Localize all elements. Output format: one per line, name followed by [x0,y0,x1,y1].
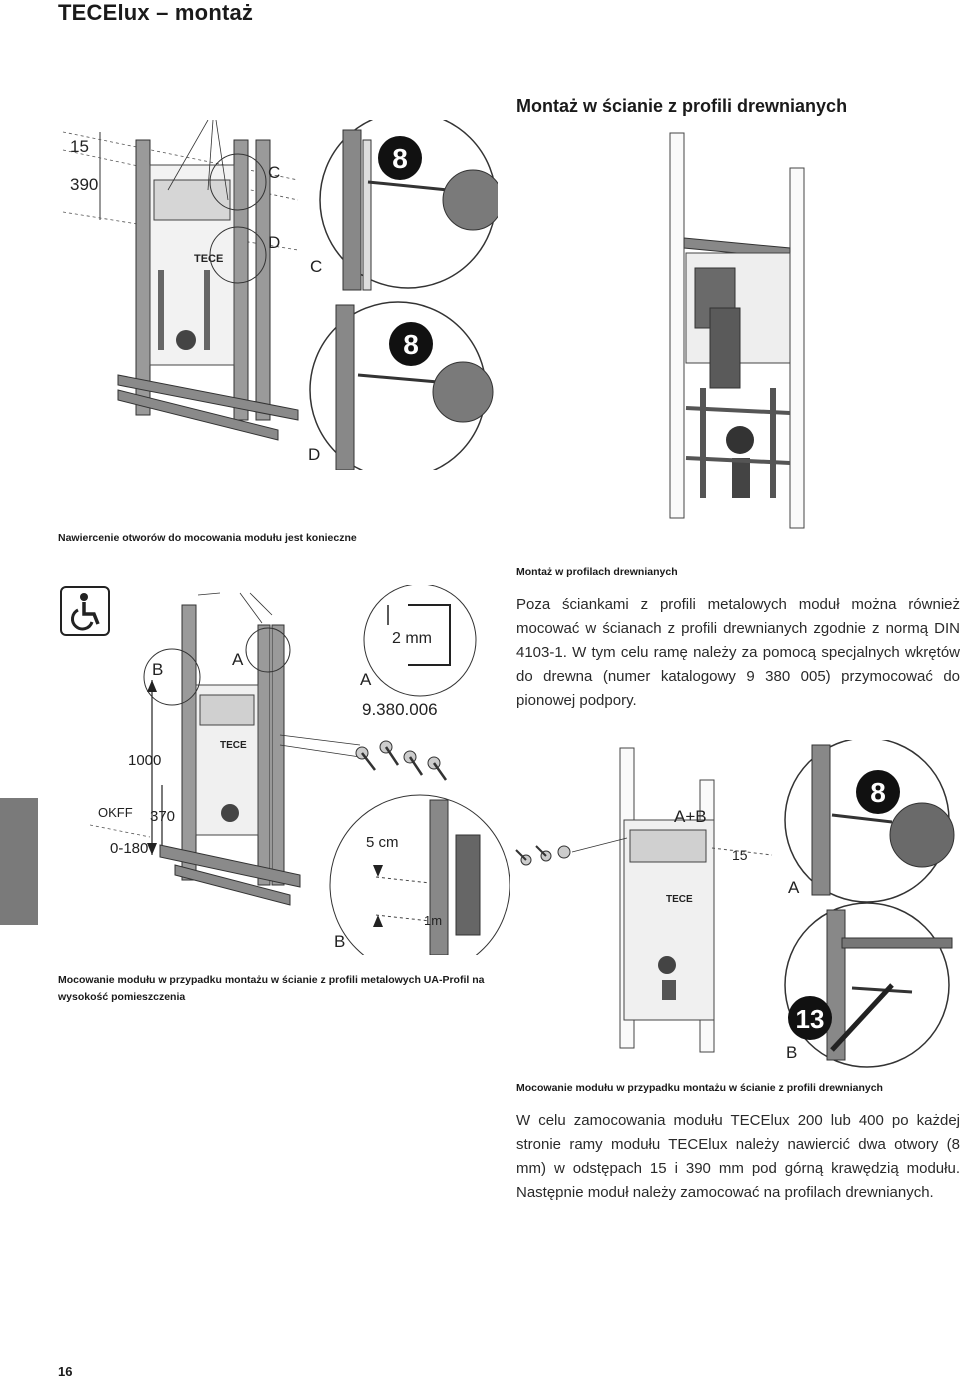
label-c: C [268,163,280,182]
label-a-b: A+B [674,807,707,826]
caption-drilling: Nawiercenie otworów do mocowania modułu … [58,532,357,544]
drill-size-badge: 8 [870,777,886,808]
label-a-detail: A [360,670,372,689]
section-heading: Montaż w ścianie z profili drewnianych [516,96,848,116]
label-b: B [786,1043,797,1062]
paragraph-wood-fixing: W celu zamocowania modułu TECElux 200 lu… [516,1112,960,1201]
drill-size-badge-1: 8 [392,143,408,174]
label-a: A [788,878,800,897]
label-d: D [268,233,280,252]
range-label: 0-180 [110,840,148,857]
label-a: A [232,650,244,669]
detail-d: 8 [309,301,494,470]
gap-label: 2 mm [392,630,432,647]
page-title: TECElux – montaż [58,0,254,25]
module-frame: TECE [149,164,235,366]
wrench-size-badge: 13 [796,1004,825,1034]
screws-icon [515,845,571,866]
wood-frame [117,139,299,441]
dim-15-label: 15 [70,137,89,156]
brand-label: TECE [666,894,693,905]
dim-5cm-label: 5 cm [366,834,399,851]
figure-metal-profile: 1000 370 OKFF 0-180 TECE B A 2 mm A 9.38… [90,585,510,955]
metal-frame: TECE [159,604,301,906]
dim-370-label: 370 [150,808,175,825]
figure-drilling-wood: 15 390 TECE C D C D 8 [62,120,498,470]
drill-size-badge-2: 8 [403,329,419,360]
paragraph-wood-intro: Poza ściankami z profili metalowych modu… [516,596,960,709]
article-number: 9.380.006 [362,700,438,719]
detail-a: 8 A [784,740,955,903]
detail-b: 13 B [784,902,953,1068]
detail-c: 8 [319,120,498,291]
screws-icon [279,734,448,781]
brand-label: TECE [220,740,247,751]
figure-module-wood-posts [669,132,805,529]
side-tab [0,798,38,925]
caption-metal-profile: Mocowanie modułu w przypadku montażu w ś… [58,974,485,1003]
caption-wood-mounting: Montaż w profilach drewnianych [516,566,678,578]
dim-1000-label: 1000 [128,752,161,769]
figure-wood-fixing: TECE A+B 15 8 A 13 B [515,740,955,1068]
label-d-detail: D [308,445,320,464]
label-b: B [152,660,163,679]
page-number: 16 [58,1364,73,1379]
caption-wood-fixing: Mocowanie modułu w przypadku montażu w ś… [516,1082,883,1094]
okff-label: OKFF [98,805,133,820]
dim-1m-label: 1m [424,913,442,928]
brand-label: TECE [194,253,223,265]
label-b-detail: B [334,932,345,951]
dim-15-label: 15 [732,847,748,863]
wheelchair-icon [60,586,110,636]
dim-390-label: 390 [70,175,98,194]
label-c-detail: C [310,257,322,276]
